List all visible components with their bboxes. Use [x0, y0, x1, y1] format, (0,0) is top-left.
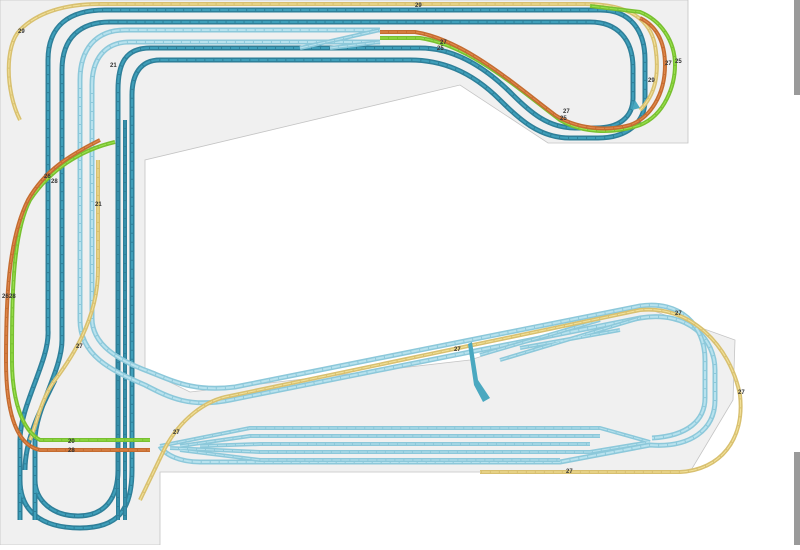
label-21-mid: 21: [95, 202, 102, 208]
label-27-bottomright: 27: [566, 469, 573, 475]
track-orange-left-center: [5, 139, 150, 451]
label-29-top: 29: [415, 3, 422, 9]
label-27-farright: 27: [738, 390, 745, 396]
label-25-right: 25: [675, 59, 682, 65]
label-29-right: 29: [648, 78, 655, 84]
label-28-upper: 28: [51, 179, 58, 185]
track-lightblue-inner-center: [91, 41, 706, 439]
label-21-upper: 21: [110, 63, 117, 69]
label-28-left: 28: [9, 294, 16, 300]
label-27-yard: 27: [173, 430, 180, 436]
track-yard-center: [159, 427, 651, 461]
track-switch-upper-center: [299, 29, 381, 49]
label-27-left: 27: [76, 344, 83, 350]
track-switch-right-center: [479, 317, 641, 361]
track-orange-upper-center: [380, 17, 666, 129]
edge-strip-top: [794, 0, 800, 95]
label-27-topright: 27: [675, 311, 682, 317]
track-teal-inner-center: [34, 21, 634, 520]
track-teal-outer-center: [19, 9, 646, 529]
turntable-piece: [468, 342, 490, 402]
label-27-curve: 27: [563, 109, 570, 115]
label-29-left: 29: [18, 29, 25, 35]
track-green-left-center: [11, 141, 150, 441]
label-20-bottom: 20: [68, 439, 75, 445]
label-26-upper: 26: [44, 174, 51, 180]
label-25-upper: 25: [437, 46, 444, 52]
label-25-curve: 25: [560, 116, 567, 122]
label-28-bottom: 28: [68, 448, 75, 454]
track-yellow-top-center: [8, 3, 658, 121]
track-end-piece: [632, 100, 640, 110]
label-26-left: 26: [2, 294, 9, 300]
label-27-diagonal: 27: [454, 347, 461, 353]
track-teal-spur-center: [117, 120, 126, 520]
track-yellow-left-center: [29, 160, 99, 441]
label-27-upper: 27: [440, 40, 447, 46]
track-yellow-bottom-center: [139, 309, 742, 501]
label-27-right: 27: [665, 61, 672, 67]
edge-strip-bottom: [794, 452, 800, 545]
